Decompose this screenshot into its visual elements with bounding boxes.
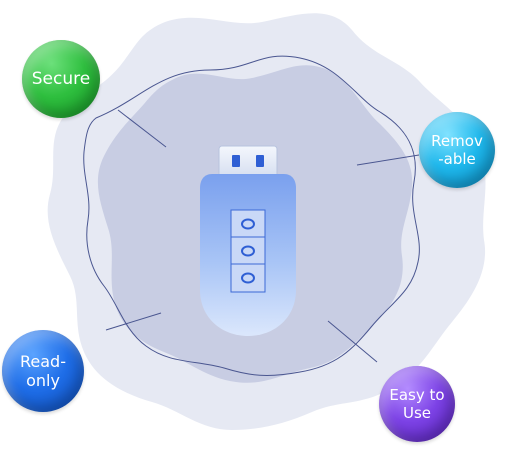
usb-connector: [218, 145, 278, 179]
secure-label: Secure: [31, 68, 91, 89]
connector-removable: [356, 154, 420, 166]
read-only-label: Read- only: [20, 351, 66, 390]
usb-drive-icon: [200, 145, 296, 336]
read-only-badge: Read- only: [2, 330, 84, 412]
usb-indicator-3: [241, 272, 255, 284]
easy-to-use-label: Easy to Use: [389, 386, 445, 422]
connector-readonly: [105, 312, 162, 331]
removable-badge: Remov -able: [419, 112, 495, 188]
secure-badge: Secure: [22, 40, 100, 118]
connector-easy: [327, 320, 378, 363]
usb-indicator-2: [241, 245, 255, 257]
usb-indicator-1: [241, 218, 255, 230]
connector-secure: [117, 109, 167, 148]
removable-label: Remov -able: [431, 132, 483, 168]
usb-port-slot-right: [256, 155, 264, 167]
wavy-outline: [83, 55, 420, 376]
usb-port-slot-left: [232, 155, 240, 167]
usb-label-panel: [230, 209, 266, 293]
easy-to-use-badge: Easy to Use: [379, 366, 455, 442]
